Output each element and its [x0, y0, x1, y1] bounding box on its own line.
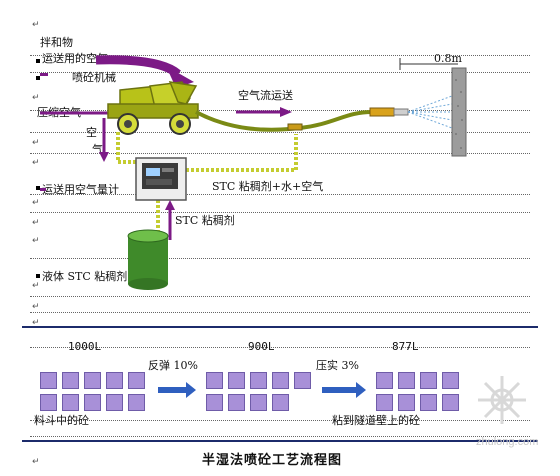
wall-label: 粘到隧道壁上的砼 [332, 414, 420, 427]
bottom-rule [22, 440, 538, 442]
process-diagram [40, 55, 467, 290]
watermark-logo-icon [478, 376, 526, 424]
volume-3: 877L [392, 340, 419, 353]
label-shotcrete-machine: 喷砼机械 [72, 71, 116, 84]
label-mix: 拌和物 [40, 36, 73, 49]
flow-arrows [158, 382, 366, 398]
label-stc-water-air: STC 粘稠剂+水+空气 [212, 180, 324, 193]
tunnel-wall [451, 67, 467, 157]
label-air-vertical-2: 气 [92, 143, 103, 156]
label-stc-agent: STC 粘稠剂 [175, 214, 235, 227]
label-air-vertical-1: 空 [86, 126, 97, 139]
hopper-label: 料斗中的砼 [34, 414, 89, 427]
label-liquid-stc: 液体 STC 粘稠剂 [42, 270, 128, 283]
volume-1: 1000L [68, 340, 102, 353]
label-distance: 0.8m [434, 52, 462, 65]
top-rule [22, 326, 538, 328]
compaction-label: 压实 3% [316, 359, 359, 372]
watermark-text: zhulong.com [476, 436, 539, 448]
label-air-flow: 空气流运送 [238, 89, 293, 102]
curved-arrow-head [166, 66, 194, 88]
blue-arrow-2-icon [322, 382, 366, 398]
volume-2: 900L [248, 340, 275, 353]
shotcrete-machine-icon [107, 81, 199, 135]
spray-icon [407, 95, 453, 129]
blue-arrow-1-icon [158, 382, 196, 398]
air-meter-unit-icon [135, 157, 187, 201]
liquid-tank-icon [127, 229, 169, 290]
label-air-for-conveying: 运送用的空气 [42, 52, 108, 65]
label-air-meter: 运送用空气量计 [42, 183, 119, 196]
nozzle-icon [369, 107, 409, 117]
rebound-label: 反弹 10% [148, 359, 198, 372]
additive-supply-lines [116, 132, 298, 232]
diagram-title: 半湿法喷砼工艺流程图 [202, 453, 343, 468]
curved-purple-arrow [95, 55, 181, 78]
